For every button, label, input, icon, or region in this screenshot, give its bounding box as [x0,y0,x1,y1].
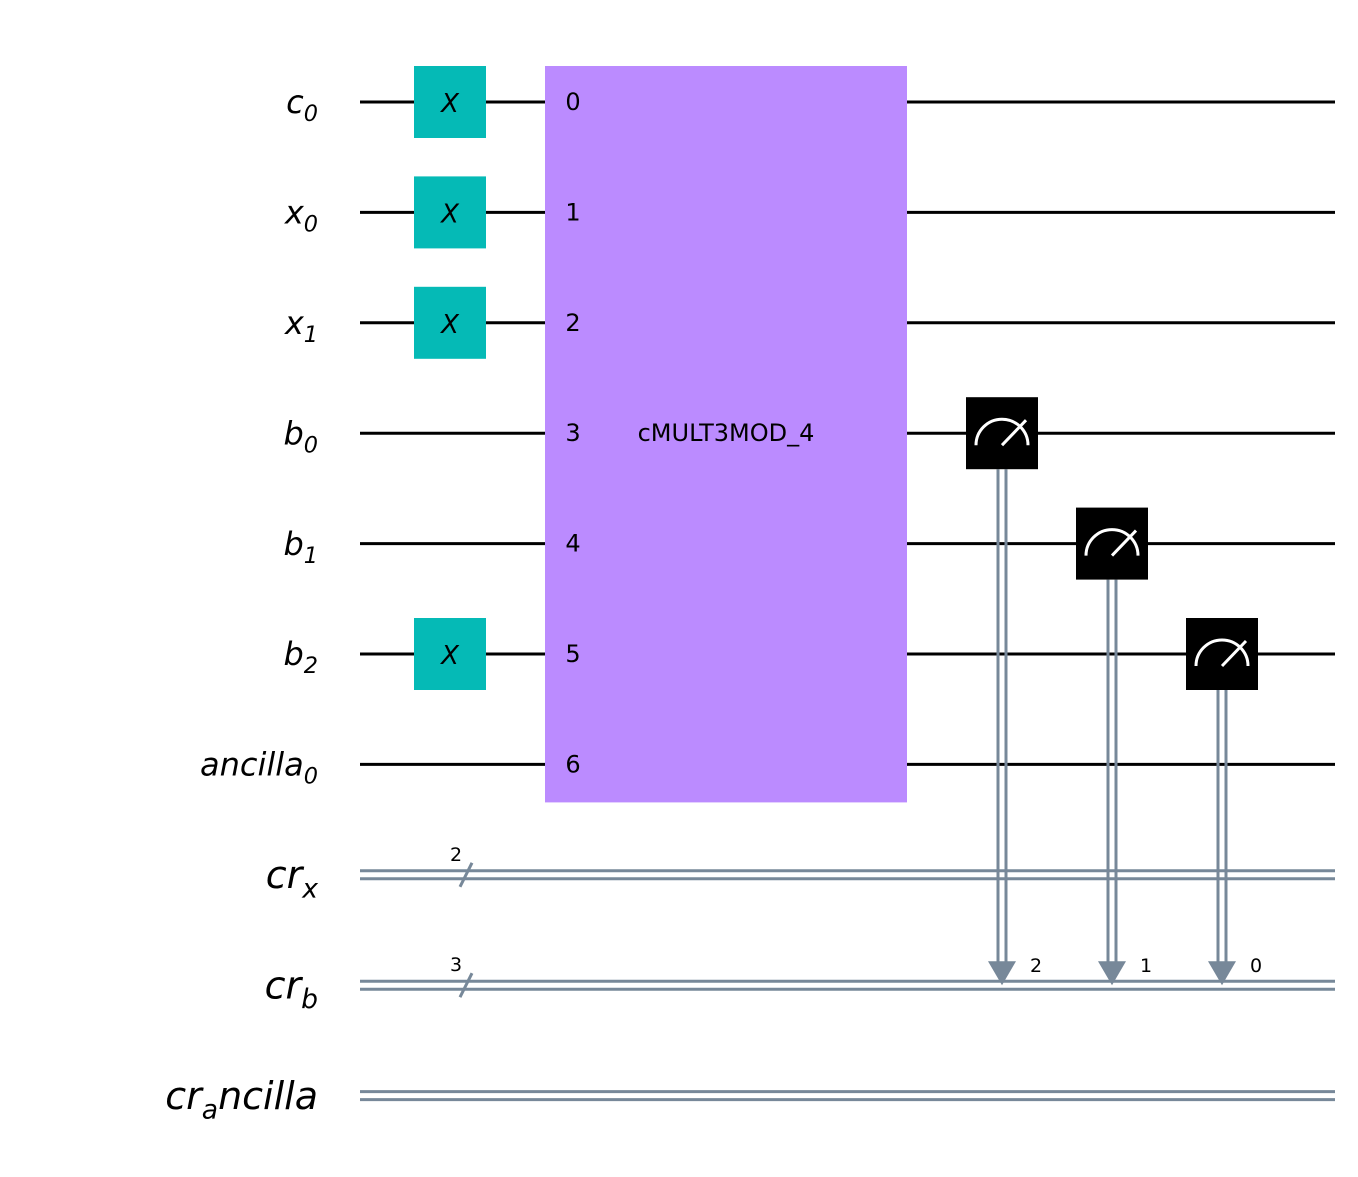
classical-register-label-base: cr [165,1074,204,1118]
qubit-label-base: b [283,635,303,673]
measure-gate [966,397,1038,470]
classical-register-label: crb [265,964,318,1016]
block-port-label: 0 [565,88,580,116]
qubit-label-sub: 2 [304,653,318,679]
classical-register-label-tail: ncilla [218,1074,318,1118]
qubit-label: x0 [284,194,318,238]
qubit-label-sub: 0 [304,432,318,458]
qubit-label-base: b [283,414,303,452]
classical-register-label-sub: b [301,984,318,1015]
x-gate [414,66,486,138]
cmult-block [545,66,907,803]
bundle-slash [458,862,474,888]
meter-needle [1000,419,1028,447]
qubit-label: c0 [286,83,318,127]
gates-layer: X X X X 0 1 2 3 4 5 6 cMULT3MOD_4 2 1 0 [414,66,1262,986]
classical-register-label-sub: x [301,874,318,905]
x-gate-label: X [439,641,460,671]
classical-register-label-base: cr [266,853,305,897]
measure-arrow [1098,961,1126,986]
qubit-label: x1 [284,304,318,348]
meter-icon [1194,638,1250,668]
classical-register-label: crx [266,853,319,905]
meter-arc [974,417,1030,446]
block-label: cMULT3MOD_4 [638,419,815,447]
measure-arrow [988,961,1016,986]
qubit-label-sub: 1 [304,322,318,348]
qubit-label: b2 [283,635,318,679]
qubit-label-base: ancilla [200,746,304,784]
measure-cbit-label: 2 [1030,955,1042,977]
measure-gate [1076,507,1148,580]
qubit-label-base: b [283,525,303,563]
qubit-label-base: x [284,304,305,342]
meter-arc [1084,528,1140,556]
block-port-label: 6 [565,750,580,778]
classical-register-label-base: cr [265,964,304,1008]
x-gate [414,176,486,249]
measure-gate [1186,618,1258,690]
block-port-label: 2 [565,309,580,337]
meter-needle [1220,639,1248,668]
classical-register-label: crancilla [165,1074,318,1126]
x-gate-label: X [439,89,460,119]
qubit-label-base: c [286,83,304,121]
meter-icon [1084,528,1140,557]
measure-cbit-label: 0 [1250,955,1262,977]
measure-cbit-label: 1 [1140,955,1152,977]
measure-arrow [1208,961,1236,986]
x-gate [414,286,486,359]
qubit-label: ancilla0 [200,746,318,790]
bundle-size-label: 2 [450,844,462,866]
x-gate-label: X [439,199,460,229]
x-gate [414,618,486,690]
x-gate-label: X [439,310,460,340]
meter-icon [974,417,1030,447]
meter-arc [1194,638,1250,667]
block-port-label: 4 [565,530,580,558]
bundle-slash [458,972,474,998]
meter-needle [1110,529,1138,557]
qubit-label: b1 [283,525,318,569]
classical-register-label-sub: a [202,1094,218,1125]
block-port-label: 1 [565,198,580,226]
qubit-label-sub: 0 [304,764,318,790]
block-port-label: 5 [565,640,580,668]
qubit-label-sub: 0 [304,212,318,238]
qubit-label-sub: 0 [304,101,318,127]
qubit-label: b0 [283,414,318,458]
block-port-label: 3 [565,419,580,447]
bundle-size-label: 3 [450,954,462,976]
qubit-label-base: x [284,194,305,232]
qubit-label-sub: 1 [304,543,318,569]
